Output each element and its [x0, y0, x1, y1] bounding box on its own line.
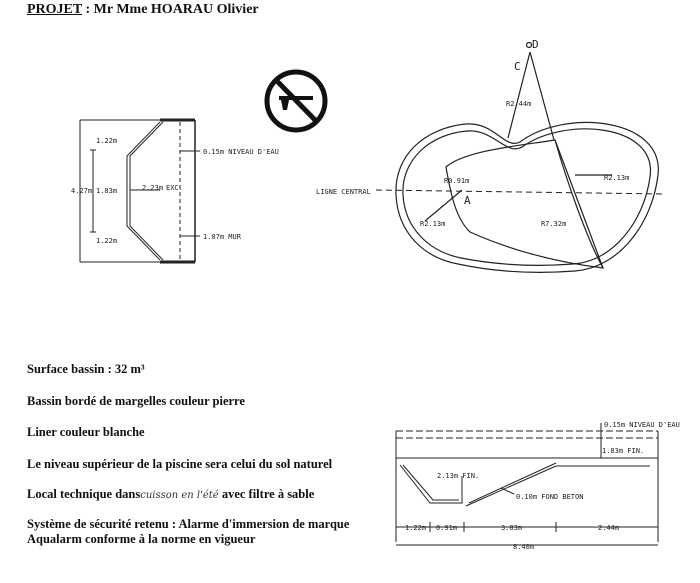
point-a: A: [464, 194, 471, 207]
client-name: Mr Mme HOARAU Olivier: [93, 2, 259, 17]
section-height-total: 4.27m: [71, 187, 92, 195]
spec-security-line-2: Aqualarm conforme à la norme en vigueur: [27, 532, 256, 546]
profile-deep-end: [399, 464, 463, 504]
section-exc-label: EXC.: [166, 184, 183, 192]
section-water-level: 0.15m NIVEAU D'EAU: [203, 148, 279, 156]
profile-slope-label: 0.10m FOND BETON: [516, 493, 583, 501]
project-title: PROJET : Mr Mme HOARAU Olivier: [27, 2, 259, 18]
plan-radius-main-label: R7.32m: [541, 220, 566, 228]
point-c: C: [514, 60, 521, 73]
center-line-label: LIGNE CENTRAL: [316, 188, 371, 196]
spec-security-line-1: Système de sécurité retenu : Alarme d'im…: [27, 517, 350, 531]
no-diving-icon: [264, 69, 328, 133]
plan-radius-small: R0.91m: [444, 177, 469, 185]
plan-radius-c-line: [507, 51, 531, 139]
center-line: [375, 189, 666, 195]
spec-local: Local technique danscuisson en l'été ave…: [27, 487, 314, 502]
profile-dim-3: 3.83m: [501, 524, 522, 532]
profile-slope-line: [465, 465, 557, 507]
profile-shallow-end-label: 2.13m FIN.: [437, 472, 479, 480]
section-wall-height: 1.07m MUR: [203, 233, 242, 241]
profile-dim-1: 1.22m: [405, 524, 426, 532]
plan-radius-top: R2.44m: [506, 100, 531, 108]
section-height-mid: 1.83m: [96, 187, 117, 195]
spec-local-suffix: avec filtre à sable: [221, 487, 315, 501]
spec-edging: Bassin bordé de margelles couleur pierre: [27, 394, 245, 408]
plan-radius-d-line: [529, 51, 555, 141]
cross-section-drawing: [79, 118, 200, 264]
project-separator: :: [81, 2, 94, 17]
spec-local-handwritten: cuisson en l'été: [140, 490, 219, 501]
point-d-marker: [525, 41, 533, 49]
point-d: D: [532, 38, 539, 51]
project-label: PROJET: [27, 2, 82, 17]
plan-radius-main: [554, 139, 604, 269]
spec-surface: Surface bassin : 32 m³: [27, 362, 145, 376]
profile-drawing: [395, 423, 659, 546]
profile-deep-end-label: 1.83m FIN.: [602, 447, 644, 455]
profile-dim-4: 2.44m: [598, 524, 619, 532]
profile-dim-2: 0.91m: [436, 524, 457, 532]
profile-total-length: 8.40m: [513, 543, 534, 551]
pool-plan-drawing: [395, 41, 659, 273]
pool-inner-outline: [402, 128, 651, 266]
section-height-bottom: 1.22m: [96, 237, 117, 245]
spec-local-prefix: Local technique dans: [27, 487, 141, 501]
spec-liner: Liner couleur blanche: [27, 425, 145, 439]
section-width: 2.23m: [142, 184, 163, 192]
pool-outline: [395, 121, 659, 273]
plan-radius-right: R2.13m: [604, 174, 629, 182]
plan-radius-left: R2.13m: [420, 220, 445, 228]
spec-level: Le niveau supérieur de la piscine sera c…: [27, 457, 333, 471]
profile-water-level: 0.15m NIVEAU D'EAU: [604, 421, 680, 429]
section-wall-profile: [126, 121, 161, 261]
section-height-top: 1.22m: [96, 137, 117, 145]
